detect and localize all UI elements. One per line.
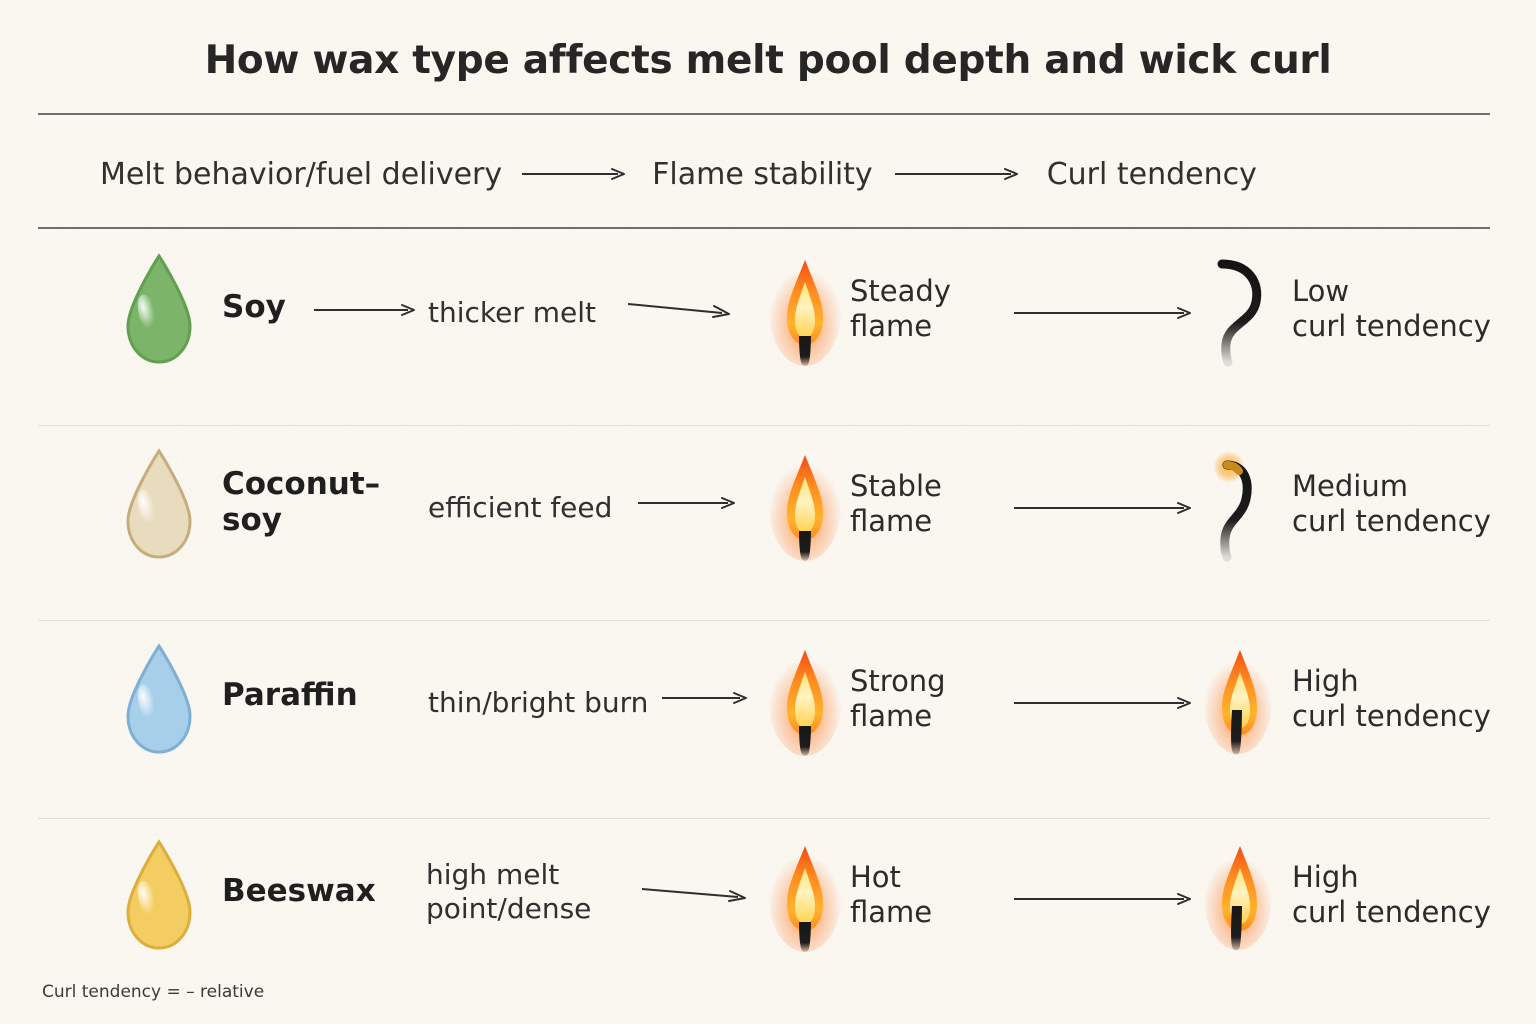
stage-header-flame: Flame stability bbox=[652, 156, 873, 192]
curl-tendency-label: High curl tendency bbox=[1292, 860, 1491, 931]
footnote: Curl tendency = – relative bbox=[42, 982, 265, 1002]
stage-header: Melt behavior/fuel delivery Flame stabil… bbox=[100, 145, 1257, 203]
row-arrow-2-icon bbox=[627, 303, 730, 318]
curl-label-line2: curl tendency bbox=[1292, 895, 1491, 930]
wax-name-label: Paraffin bbox=[222, 677, 358, 713]
melt-behavior-label: high melt point/dense bbox=[426, 858, 591, 925]
row-arrow-2-icon bbox=[638, 497, 735, 509]
wax-name-label: Soy bbox=[222, 289, 286, 325]
wax-name-label: Beeswax bbox=[222, 873, 376, 909]
melt-behavior-label: thin/bright burn bbox=[428, 686, 649, 719]
table-row: Coconut– soy efficient feed Stable flame… bbox=[0, 445, 1536, 615]
row-arrow-2-icon bbox=[662, 692, 747, 704]
wick-curl-medium-icon bbox=[1198, 447, 1278, 569]
curl-label-line1: High bbox=[1292, 860, 1359, 894]
curl-tendency-label: High curl tendency bbox=[1292, 664, 1491, 735]
row-divider bbox=[38, 425, 1490, 426]
flame-icon bbox=[1200, 640, 1280, 762]
table-row: Soy thicker melt Steady flame Low curl t… bbox=[0, 250, 1536, 420]
flame-stability-label: Steady flame bbox=[850, 274, 951, 345]
flame-label-line1: Stable bbox=[850, 469, 942, 503]
wax-name-label: Coconut– soy bbox=[222, 466, 381, 539]
droplet-icon bbox=[114, 447, 204, 563]
melt-label-line2: point/dense bbox=[426, 891, 592, 925]
page-title: How wax type affects melt pool depth and… bbox=[204, 38, 1332, 83]
table-row: Beeswax high melt point/dense Hot flame … bbox=[0, 836, 1536, 1006]
flame-label-line1: Hot bbox=[850, 860, 901, 894]
curl-tendency-label: Medium curl tendency bbox=[1292, 469, 1491, 540]
header-rule-bottom bbox=[38, 227, 1490, 229]
melt-behavior-label: efficient feed bbox=[428, 491, 613, 524]
droplet-icon bbox=[114, 642, 204, 758]
curl-label-line1: Medium bbox=[1292, 469, 1408, 503]
wick-curl-low-icon bbox=[1198, 252, 1278, 374]
melt-label-line1: high melt bbox=[426, 858, 560, 891]
stage-header-melt: Melt behavior/fuel delivery bbox=[100, 156, 503, 192]
flame-label-line1: Strong bbox=[850, 664, 946, 698]
curl-label-line2: curl tendency bbox=[1292, 309, 1491, 344]
curl-label-line1: Low bbox=[1292, 274, 1350, 308]
flame-stability-label: Stable flame bbox=[850, 469, 942, 540]
droplet-icon bbox=[114, 252, 204, 368]
row-arrow-3-icon bbox=[1014, 697, 1191, 709]
flame-label-line1: Steady bbox=[850, 274, 951, 308]
header-arrow-1-icon bbox=[522, 168, 626, 180]
curl-tendency-label: Low curl tendency bbox=[1292, 274, 1491, 345]
row-arrow-2-icon bbox=[641, 888, 746, 902]
flame-icon bbox=[768, 445, 842, 567]
droplet-icon bbox=[114, 838, 204, 954]
stage-header-curl: Curl tendency bbox=[1046, 156, 1257, 192]
wax-name-line2: soy bbox=[222, 501, 282, 538]
melt-behavior-label: thicker melt bbox=[428, 296, 597, 329]
flame-label-line2: flame bbox=[850, 504, 933, 539]
row-divider bbox=[38, 818, 1490, 819]
flame-icon bbox=[768, 640, 842, 762]
header-rule-top bbox=[38, 113, 1490, 115]
flame-label-line2: flame bbox=[850, 895, 933, 930]
flame-stability-label: Hot flame bbox=[850, 860, 932, 931]
row-arrow-3-icon bbox=[1014, 893, 1191, 905]
flame-label-line2: flame bbox=[850, 309, 933, 344]
row-arrow-3-icon bbox=[1014, 502, 1191, 514]
curl-label-line2: curl tendency bbox=[1292, 504, 1491, 539]
row-arrow-1-icon bbox=[314, 304, 415, 316]
curl-label-line1: High bbox=[1292, 664, 1359, 698]
row-arrow-3-icon bbox=[1014, 307, 1191, 319]
flame-stability-label: Strong flame bbox=[850, 664, 946, 735]
table-row: Paraffin thin/bright burn Strong flame H… bbox=[0, 640, 1536, 810]
flame-icon bbox=[1200, 836, 1280, 958]
flame-label-line2: flame bbox=[850, 699, 933, 734]
curl-label-line2: curl tendency bbox=[1292, 699, 1491, 734]
wax-name-line1: Coconut– bbox=[222, 466, 381, 502]
flame-icon bbox=[768, 836, 842, 958]
flame-icon bbox=[768, 250, 842, 372]
row-divider bbox=[38, 620, 1490, 621]
header-arrow-2-icon bbox=[894, 168, 1018, 180]
